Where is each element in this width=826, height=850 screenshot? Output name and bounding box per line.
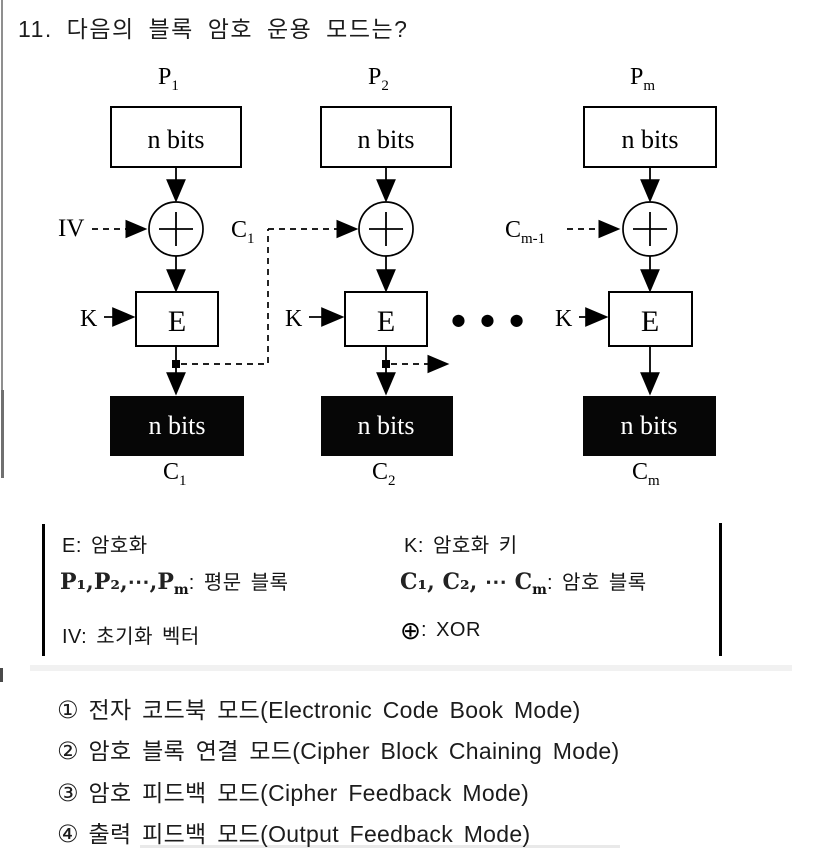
dashed-feedback-e1-path — [181, 229, 269, 365]
option-1: ① 전자 코드북 모드(Electronic Code Book Mode) — [57, 696, 581, 724]
ciphertext-label-1: C1 — [163, 459, 187, 489]
ciphertext-label-2: C2 — [372, 459, 396, 489]
xor-circle-icon: ⊕ — [400, 616, 421, 645]
encrypt-box-m — [608, 291, 693, 347]
plaintext-block-1-label: n bits — [147, 125, 204, 154]
option-2: ② 암호 블록 연결 모드(Cipher Block Chaining Mode… — [57, 737, 619, 765]
legend-iv: IV: 초기화 벡터 — [62, 626, 200, 648]
ciphertext-block-m-label: n bits — [620, 411, 677, 440]
scan-artifact-band — [30, 665, 792, 671]
page-border-line — [1, 0, 3, 478]
plaintext-label-2: P2 — [368, 64, 389, 94]
option-4: ④ 출력 피드백 모드(Output Feedback Mode) — [57, 820, 530, 848]
legend-k: K: 암호화 키 — [404, 535, 518, 557]
ellipsis-dots: ● ● ● — [451, 310, 528, 329]
key-label-2: K — [285, 306, 303, 332]
legend-xor-desc: : XOR — [420, 619, 481, 641]
chain-label-cm-1: Cm-1 — [505, 217, 545, 247]
legend-plaintext: P₁,P₂,⋯,Pm: 평문 블록 — [60, 566, 289, 598]
encrypt-box-2-label: E — [377, 305, 395, 338]
option-1-number-icon: ① — [57, 696, 79, 724]
junction-dot-1 — [172, 360, 180, 368]
plaintext-block-2-label: n bits — [357, 125, 414, 154]
cbc-stage-2: P2 n bits K E n bits C2 — [285, 64, 453, 489]
ciphertext-label-m: Cm — [632, 459, 660, 489]
chain-label-c1: C1 — [231, 217, 255, 247]
option-2-number-icon: ② — [57, 737, 79, 765]
legend-left-bar — [42, 524, 45, 656]
encrypt-box-1-label: E — [168, 305, 186, 338]
legend-c-subscript: m — [532, 582, 547, 598]
legend-ciphertext: C₁, C₂, ⋯ Cm: 암호 블록 — [400, 566, 647, 598]
encrypt-box-2 — [344, 291, 428, 347]
option-3-text: 암호 피드백 모드(Cipher Feedback Mode) — [88, 780, 530, 806]
option-3: ③ 암호 피드백 모드(Cipher Feedback Mode) — [57, 779, 529, 807]
plaintext-block-m — [583, 106, 717, 168]
legend-p-desc: : 평문 블록 — [188, 572, 289, 594]
legend-c-symbols: C₁, C₂, ⋯ C — [400, 569, 533, 595]
legend-c-desc: : 암호 블록 — [546, 572, 647, 594]
junction-dot-2 — [382, 360, 390, 368]
scan-artifact-bottom — [140, 845, 620, 848]
legend-e: E: 암호화 — [62, 535, 148, 557]
plaintext-label-m: Pm — [630, 64, 655, 94]
chaining-links: IV C1 ● ● ● Cm-1 — [58, 215, 621, 374]
option-4-text: 출력 피드백 모드(Output Feedback Mode) — [88, 821, 531, 847]
scan-artifact-tick — [0, 668, 3, 682]
encrypt-box-1 — [135, 291, 219, 347]
option-1-text: 전자 코드북 모드(Electronic Code Book Mode) — [88, 697, 581, 723]
legend-right-bar — [719, 523, 722, 656]
legend-p-symbols: P₁,P₂,⋯,P — [60, 569, 174, 595]
page-border-line-dark — [1, 390, 4, 478]
option-4-number-icon: ④ — [57, 820, 79, 848]
plaintext-block-m-label: n bits — [621, 125, 678, 154]
ciphertext-block-2-label: n bits — [357, 411, 414, 440]
iv-label: IV — [58, 215, 84, 242]
cbc-stage-1: P1 n bits K E n bits C1 — [80, 64, 244, 489]
cbc-mode-diagram: P1 n bits K E n bits C1 P2 n bits — [58, 64, 717, 489]
key-label-m: K — [555, 306, 573, 332]
encrypt-box-m-label: E — [641, 305, 659, 338]
option-2-text: 암호 블록 연결 모드(Cipher Block Chaining Mode) — [88, 738, 620, 764]
key-label-1: K — [80, 306, 98, 332]
plaintext-block-2 — [320, 106, 452, 168]
cbc-stage-m: Pm n bits K E n bits Cm — [555, 64, 717, 489]
plaintext-label-1: P1 — [158, 64, 179, 94]
ciphertext-block-1-label: n bits — [148, 411, 205, 440]
legend-p-subscript: m — [173, 582, 189, 598]
question-title: 11. 다음의 블록 암호 운용 모드는? — [18, 16, 409, 42]
ciphertext-block-1 — [110, 396, 244, 456]
legend-xor: ⊕: XOR — [400, 616, 481, 645]
ciphertext-block-m — [583, 396, 716, 456]
ciphertext-block-2 — [321, 396, 453, 456]
option-3-number-icon: ③ — [57, 779, 79, 807]
